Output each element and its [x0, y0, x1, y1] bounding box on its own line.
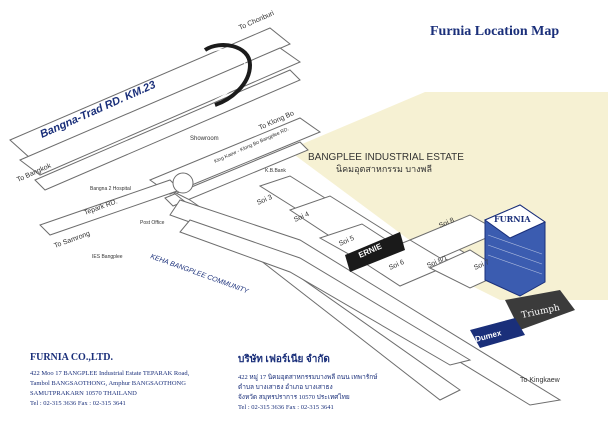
- roundabout: [172, 172, 194, 194]
- postoffice-label: Post Office: [140, 220, 165, 226]
- addr-th-line3: จังหวัด สมุทรปราการ 10570 ประเทศไทย: [238, 394, 350, 401]
- addr-en-line3: SAMUTPRAKARN 10570 THAILAND: [30, 390, 137, 397]
- ernie-block: [345, 232, 405, 272]
- keha-label: KEHA BANGPLEE COMMUNITY: [149, 253, 250, 295]
- honda-label: Showroom: [190, 136, 219, 142]
- triumph-block: [505, 290, 575, 330]
- flyover-ramp: [207, 48, 246, 101]
- tepark-road: [169, 199, 562, 406]
- soi-lines: [258, 175, 507, 289]
- hospital-label: Bangna 2 Hospital: [90, 186, 131, 192]
- company-name-en: FURNIA CO.,LTD.: [30, 352, 113, 363]
- furnia-building: [483, 204, 547, 297]
- estate-label-en: BANGPLEE INDUSTRIAL ESTATE: [308, 152, 464, 163]
- furnia-label: FURNIA: [494, 214, 531, 224]
- addr-en-line4: Tel : 02-315 3636 Fax : 02-315 3641: [30, 400, 126, 407]
- page-title: Furnia Location Map: [430, 24, 560, 39]
- addr-en-line2: Tambol BANGSAOTHONG, Amphur BANGSAOTHONG: [30, 380, 186, 387]
- ies-label: IES Bangplee: [92, 254, 123, 260]
- kbank-label: K.B.Bank: [265, 168, 286, 174]
- bangna-trad-road: [9, 27, 302, 191]
- addr-en-line1: 422 Moo 17 BANGPLEE Industrial Estate TE…: [30, 370, 190, 377]
- company-name-th: บริษัท เฟอร์เนีย จำกัด: [238, 354, 330, 365]
- flyover-loop: [203, 43, 253, 107]
- addr-th-line4: Tel : 02-315 3636 Fax : 02-315 3641: [238, 404, 334, 411]
- road-label-kingkaew: To Kingkaew: [520, 377, 561, 384]
- road-label-samrong: To Samrong: [53, 230, 91, 250]
- address-thai: บริษัท เฟอร์เนีย จำกัด 422 หมู่ 17 นิคมอ…: [238, 352, 458, 413]
- estate-label-th: นิคมอุตสาหกรรม บางพลี: [336, 164, 432, 175]
- addr-th-line2: ตำบล บางเสาธง อำเภอ บางเสาธง: [238, 384, 333, 391]
- address-english: FURNIA CO.,LTD. 422 Moo 17 BANGPLEE Indu…: [30, 352, 250, 409]
- soi3-label: Soi 3: [256, 194, 274, 207]
- addr-th-line1: 422 หมู่ 17 นิคมอุตสาหกรรมบางพลี ถนน เทพ…: [238, 374, 378, 381]
- dumex-block: [470, 318, 525, 348]
